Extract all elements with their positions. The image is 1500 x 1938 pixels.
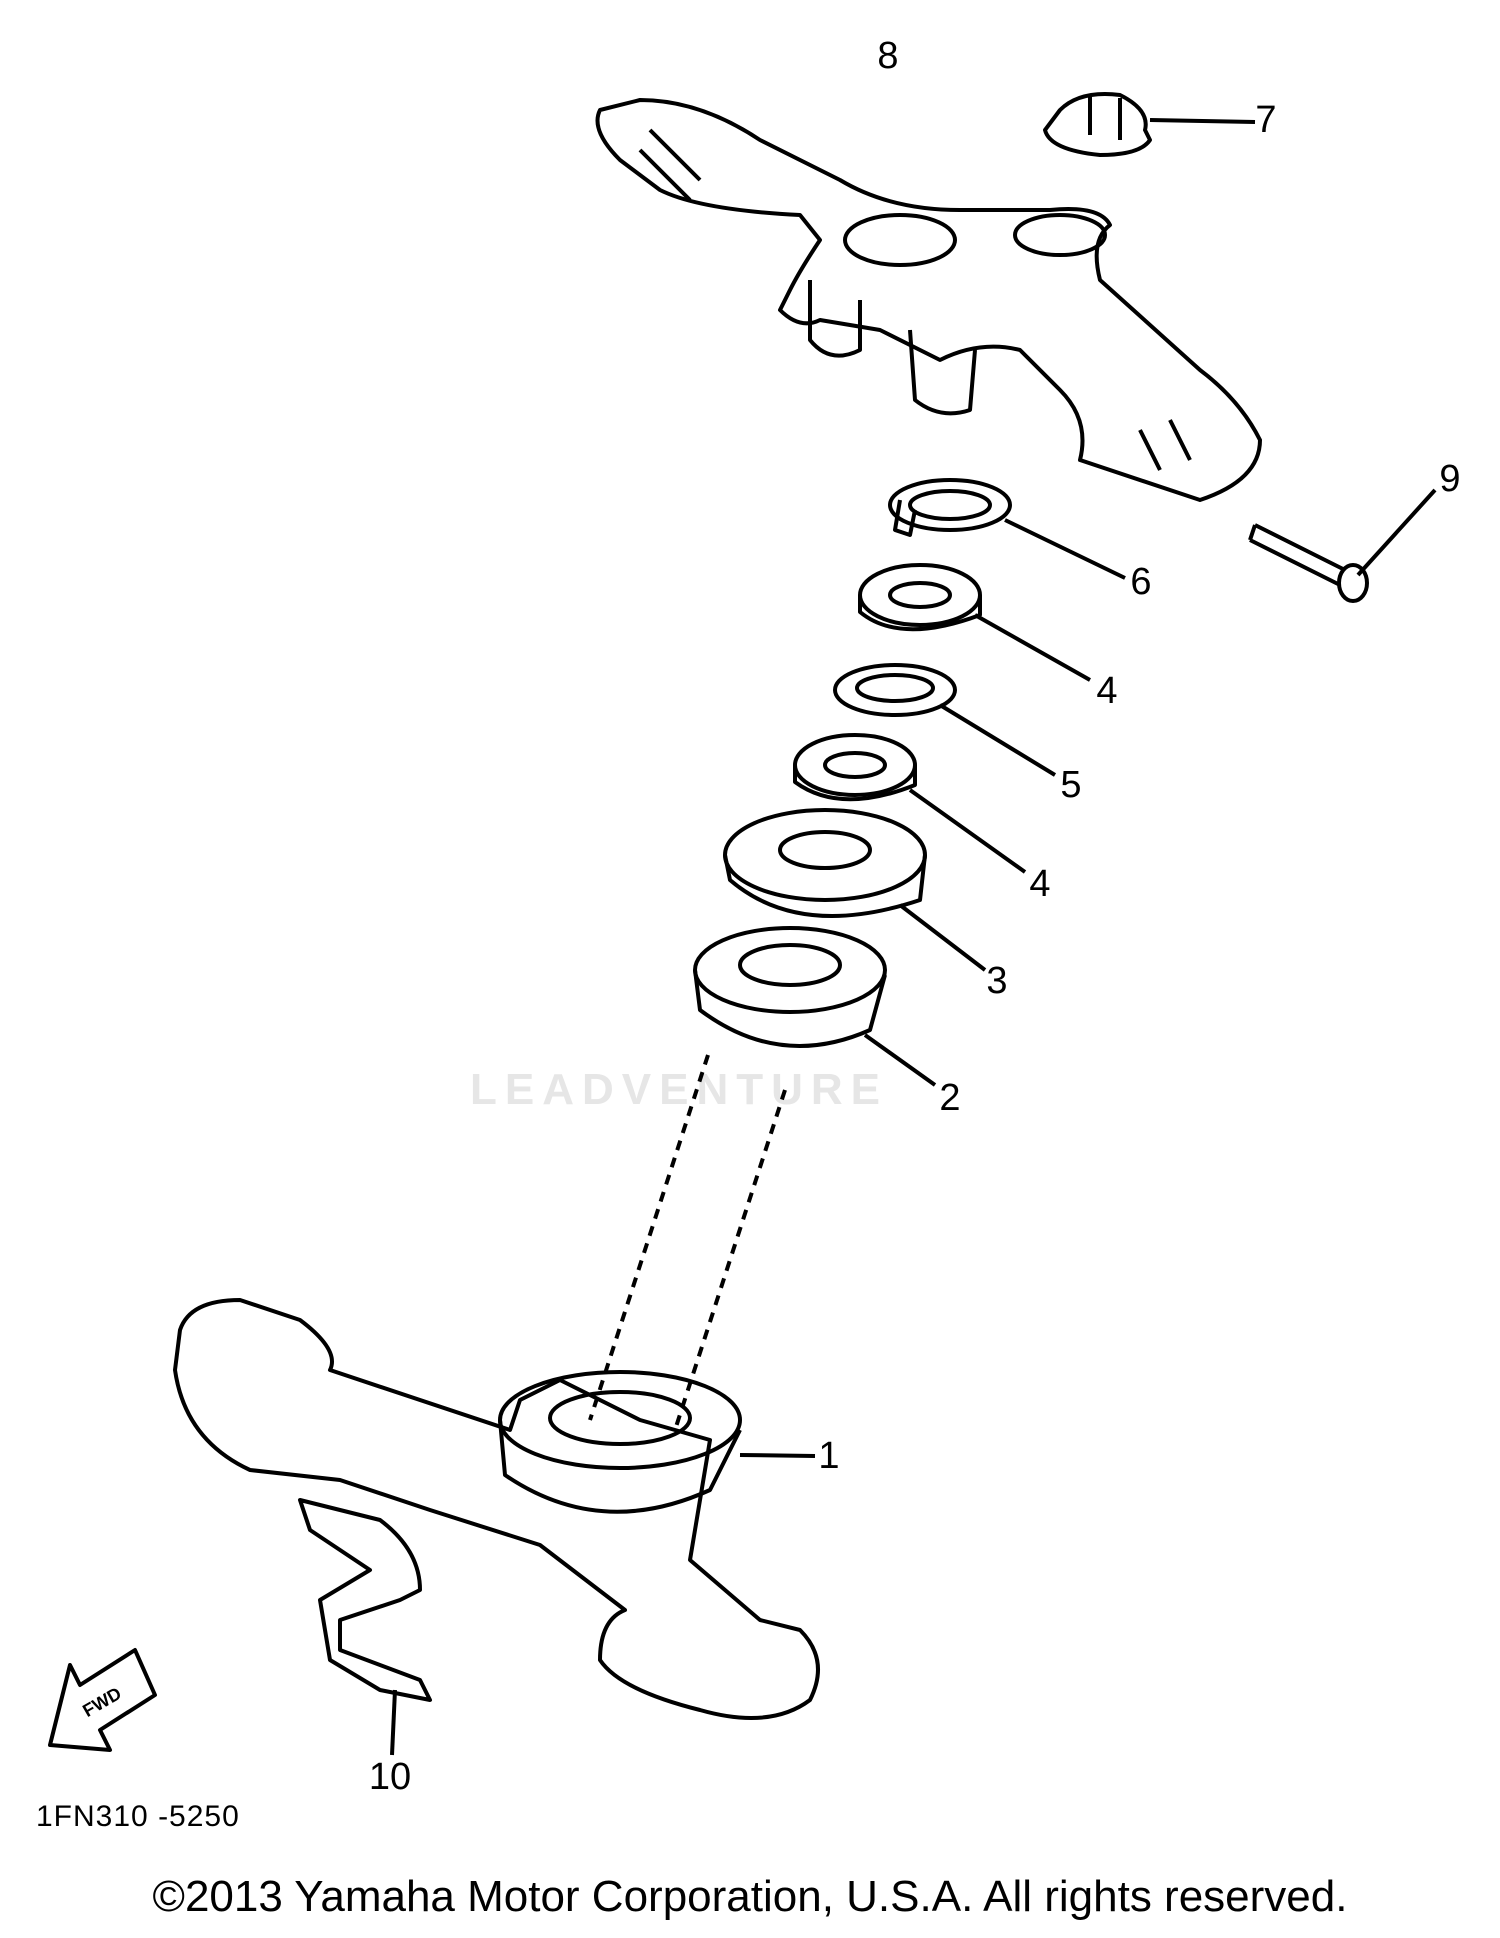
lock-washer: [888, 478, 1126, 580]
lower-bracket: [173, 1298, 820, 1720]
dust-seal: [723, 808, 987, 972]
callout-9: 9: [1439, 458, 1461, 500]
steering-stem: [588, 1054, 787, 1431]
callout-5: 5: [1060, 764, 1082, 806]
callout-7: 7: [1255, 99, 1277, 141]
callout-3: 3: [986, 960, 1008, 1002]
washer: [833, 663, 1057, 777]
ring-nut-lower: [793, 733, 1027, 874]
watermark: LEADVENTURE: [470, 1065, 889, 1114]
bolt: [1248, 488, 1437, 603]
callout-1: 1: [818, 1435, 840, 1477]
callout-4-upper: 4: [1096, 670, 1118, 712]
small-bracket: [298, 1498, 432, 1756]
ring-nut-upper: [858, 563, 1091, 682]
fwd-arrow-icon: [48, 1648, 157, 1752]
diagram-code: 1FN310 -5250: [36, 1800, 240, 1833]
cap-nut: [1043, 92, 1256, 157]
callout-10: 10: [368, 1756, 412, 1798]
callout-2: 2: [939, 1077, 961, 1119]
callout-4-lower: 4: [1029, 863, 1051, 905]
upper-bracket: [595, 98, 1262, 502]
upper-bearing: [693, 926, 937, 1087]
callout-6: 6: [1130, 561, 1152, 603]
callout-8: 8: [877, 35, 899, 77]
copyright: ©2013 Yamaha Motor Corporation, U.S.A. A…: [152, 1872, 1348, 1921]
